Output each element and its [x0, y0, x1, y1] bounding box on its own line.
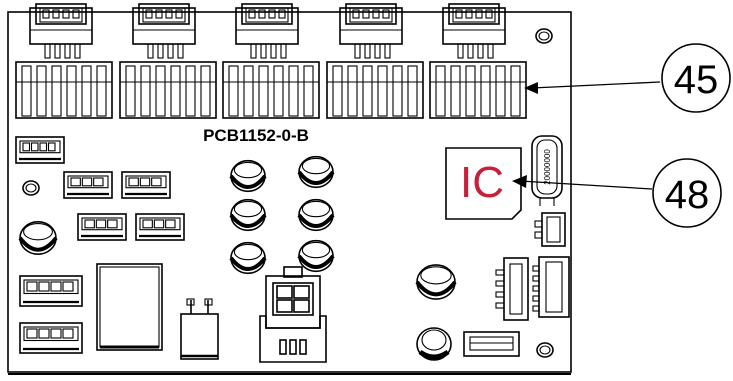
- top-connector: [29, 3, 93, 59]
- mounting-hole: [536, 342, 554, 358]
- transformer-block: [96, 263, 163, 351]
- small-connector: [63, 171, 113, 199]
- heatsink: [222, 61, 320, 119]
- mounting-hole: [22, 180, 40, 196]
- callout-45-number: 45: [674, 58, 719, 102]
- electrolytic-capacitor: [415, 264, 457, 300]
- mounting-hole: [539, 345, 551, 355]
- mounting-holes: [22, 28, 554, 358]
- top-connector: [339, 3, 403, 59]
- heatsink: [429, 61, 527, 119]
- small-connector-group: [15, 136, 185, 354]
- electrolytic-capacitor: [229, 159, 267, 193]
- small-connector: [19, 275, 83, 307]
- electrolytic-capacitor: [18, 221, 58, 256]
- ic-chip: IC: [445, 147, 522, 220]
- right-connector-group: [463, 212, 570, 357]
- mounting-hole: [538, 31, 550, 41]
- relay-component: [180, 298, 219, 360]
- electrolytic-capacitor: [229, 241, 267, 275]
- top-connector: [235, 3, 299, 59]
- heatsink: [326, 61, 424, 119]
- crystal-oscillator: 20000000: [531, 135, 563, 206]
- electrolytic-capacitor: [297, 239, 335, 273]
- electrolytic-capacitor: [297, 198, 335, 232]
- heatsink: [119, 61, 217, 119]
- electrolytic-capacitor: [229, 198, 267, 232]
- mounting-hole: [25, 183, 37, 193]
- electrolytic-capacitor: [297, 155, 335, 189]
- board-part-number: PCB1152-0-B: [203, 126, 309, 145]
- crystal-marking: 20000000: [543, 149, 552, 185]
- small-connector: [135, 213, 185, 241]
- top-connector-row: [29, 3, 506, 59]
- callout-45: 45: [524, 43, 731, 113]
- heatsink: [15, 61, 113, 119]
- callout-48-number: 48: [665, 173, 710, 217]
- small-connector: [19, 322, 83, 354]
- top-connector: [442, 3, 506, 59]
- capacitor-group: [18, 155, 457, 300]
- top-connector: [132, 3, 196, 59]
- small-connector: [15, 136, 65, 164]
- callout-48: 48: [512, 158, 722, 228]
- ic-label: IC: [460, 158, 504, 207]
- inductor: [416, 327, 452, 361]
- small-connector: [121, 171, 171, 199]
- small-connector: [77, 213, 127, 241]
- heatsink-row: [15, 61, 527, 119]
- board-outline: [7, 11, 572, 375]
- power-connector: [259, 266, 327, 363]
- mounting-hole: [535, 28, 553, 44]
